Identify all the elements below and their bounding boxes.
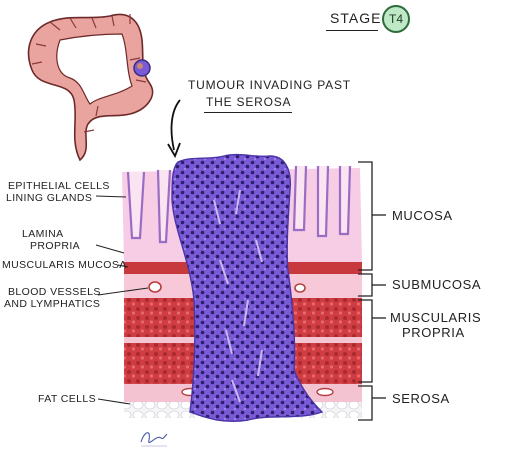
label-lamina-1: LAMINA [22, 228, 64, 240]
leader-lines [95, 195, 149, 405]
label-fat-cells: FAT CELLS [38, 393, 97, 405]
layer-brackets [358, 161, 386, 421]
label-submucosa: SUBMUCOSA [392, 277, 482, 292]
tumour-mass [171, 153, 324, 422]
label-epithelial-2: LINING GLANDS [6, 192, 93, 204]
stage-underline [326, 30, 378, 31]
colon-illustration [27, 13, 154, 162]
annotation-line-2: THE SEROSA [206, 95, 292, 109]
stage-title: STAGE [330, 10, 382, 26]
pointer-arrow [170, 99, 181, 151]
label-muscularis-mucosa: MUSCULARIS MUCOSA [2, 259, 127, 271]
tissue-section [122, 153, 362, 422]
label-muscularis-2: PROPRIA [402, 325, 465, 340]
blood-vessel [148, 281, 162, 293]
artist-signature [137, 424, 171, 450]
label-serosa: SEROSA [392, 391, 450, 406]
stage-badge: T4 [382, 5, 410, 33]
annotation-underline [204, 112, 292, 113]
annotation-line-1: TUMOUR INVADING PAST [188, 78, 351, 92]
label-epithelial-1: EPITHELIAL CELLS [8, 180, 110, 192]
label-vessels-2: AND LYMPHATICS [4, 298, 101, 310]
label-muscularis-1: MUSCULARIS [390, 310, 482, 325]
label-mucosa: MUCOSA [392, 208, 453, 223]
label-lamina-2: PROPRIA [30, 240, 81, 252]
glands [126, 165, 352, 244]
label-vessels-1: BLOOD VESSELS [8, 286, 101, 298]
